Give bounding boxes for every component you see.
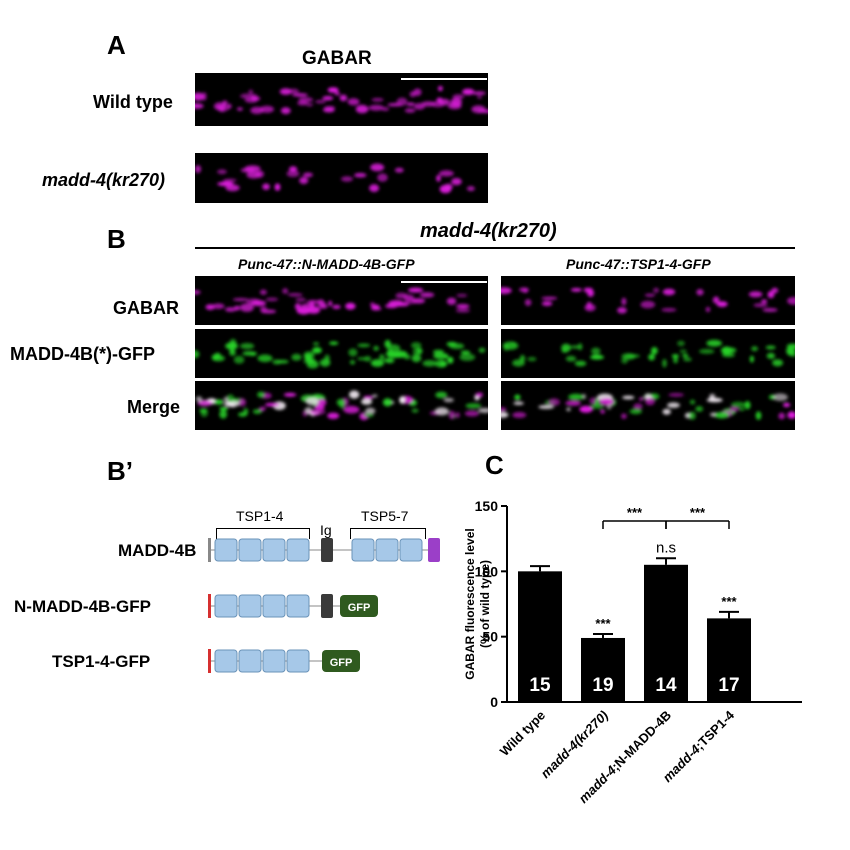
y-tick-label: 100 (475, 563, 499, 579)
y-tick-label: 0 (490, 694, 498, 710)
micrograph-b-gabar-right (501, 276, 795, 325)
bar (644, 564, 688, 702)
gfp-tag (340, 595, 378, 617)
construct-tsp1-4-gfp-label: TSP1-4-GFP (52, 652, 151, 671)
bracket-label: *** (690, 505, 706, 520)
domain-diagram: GFP GFP (208, 538, 440, 673)
n-label: 14 (655, 675, 677, 696)
column-tsp1-4: Punc-47::TSP1-4-GFP (566, 256, 711, 272)
genotype-line (195, 247, 795, 249)
micrograph-b-gfp-left (195, 329, 488, 378)
construct-madd-4b-label: MADD-4B (118, 541, 197, 560)
panel-a-letter: A (107, 30, 126, 60)
signal-peptide (208, 538, 211, 562)
tsp1-4-domains (214, 538, 310, 562)
micrograph-a-wild-type (195, 73, 488, 126)
gfp-tag-label: GFP (330, 657, 353, 669)
n-label: 19 (592, 675, 613, 696)
significance-label: *** (595, 616, 611, 631)
column-n-madd-4b: Punc-47::N-MADD-4B-GFP (238, 256, 415, 272)
panel-bprime-letter: B’ (107, 456, 133, 486)
scale-bar (401, 78, 487, 80)
panel-b-letter: B (107, 224, 126, 254)
ig-domain (321, 538, 333, 562)
tsp5-7-domains (351, 538, 423, 562)
panel-a-row-wild-type: Wild type (93, 92, 173, 112)
x-tick-label: Wild type (497, 708, 548, 759)
scale-bar (401, 281, 487, 283)
significance-label: *** (721, 594, 737, 609)
y-tick-label: 50 (482, 629, 498, 645)
bar (518, 571, 562, 702)
bracket-tsp1-4 (216, 528, 310, 539)
gfp-tag-label: GFP (348, 602, 371, 614)
n-label: 15 (529, 675, 551, 696)
label-tsp5-7: TSP5-7 (361, 508, 409, 524)
micrograph-b-merge-right (501, 381, 795, 430)
row-label-gfp: MADD-4B(*)-GFP (10, 344, 155, 364)
micrograph-b-gabar-left (195, 276, 488, 325)
signal-peptide-red (208, 594, 211, 618)
micrograph-b-merge-left (195, 381, 488, 430)
n-label: 17 (718, 675, 739, 696)
micrograph-a-mutant (195, 153, 488, 203)
bracket-tsp5-7 (350, 528, 426, 539)
c-terminal-domain (428, 538, 440, 562)
y-axis-label: GABAR fluorescence level(% of wild type) (463, 528, 492, 679)
y-tick-label: 150 (475, 498, 499, 514)
bar (581, 637, 625, 702)
label-ig: Ig (320, 522, 332, 538)
micrograph-b-gfp-right (501, 329, 795, 378)
panel-a-row-mutant: madd-4(kr270) (42, 170, 166, 190)
significance-label: n.s (656, 539, 676, 556)
label-tsp1-4: TSP1-4 (236, 508, 284, 524)
bar (707, 618, 751, 702)
gfp-tag (322, 650, 360, 672)
row-label-gabar: GABAR (113, 298, 179, 318)
panel-c-letter: C (485, 450, 504, 480)
construct-n-madd-4b-gfp-label: N-MADD-4B-GFP (14, 597, 151, 616)
row-label-merge: Merge (127, 397, 181, 417)
panel-a-title: GABAR (302, 48, 372, 69)
panel-b-genotype: madd-4(kr270) (420, 220, 557, 242)
bracket-label: *** (627, 505, 643, 520)
